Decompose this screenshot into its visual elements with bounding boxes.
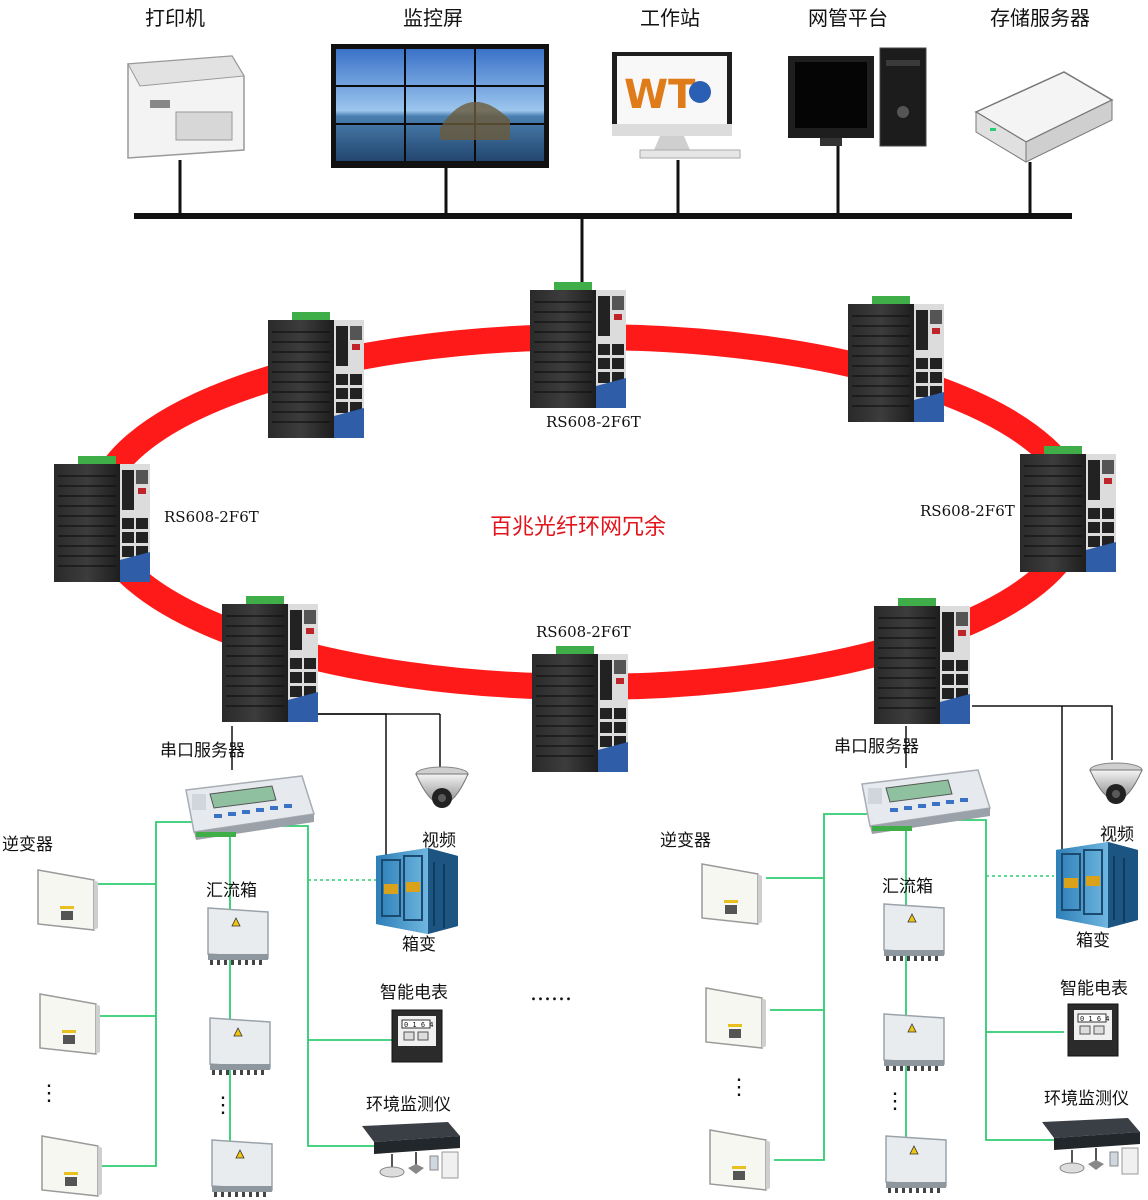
camera-right [1089, 762, 1143, 805]
env-monitor-left [361, 1121, 461, 1179]
inverter-right-3 [709, 1129, 771, 1191]
combiner-left-2 [209, 1017, 271, 1076]
serial-server-left [185, 775, 315, 841]
storage-server-icon [974, 71, 1114, 163]
switch-top-center [529, 281, 627, 409]
serial-server-right [861, 769, 991, 835]
video-label-right: 视频 [1100, 825, 1134, 845]
combiner-label-right: 汇流箱 [882, 877, 933, 897]
switch-bottom-center [531, 645, 629, 773]
switch-top-left [267, 311, 365, 439]
smart-meter-right [1067, 1003, 1119, 1057]
box-transformer-label-right: 箱变 [1076, 931, 1110, 951]
switch-mid-left [53, 455, 151, 583]
inverter-left-1 [37, 869, 99, 931]
inverter-right-1 [701, 863, 763, 925]
combiner-left-more: ⋮ [212, 1093, 234, 1118]
combiner-right-more: ⋮ [884, 1089, 906, 1114]
box-transformer-right [1055, 841, 1139, 929]
inverter-left-3 [41, 1135, 103, 1197]
printer-icon [127, 55, 245, 159]
switch-label-top: RS608-2F6T [546, 413, 641, 431]
smart-meter-left [391, 1009, 443, 1063]
camera-left [415, 766, 469, 809]
switch-label-left: RS608-2F6T [164, 508, 259, 526]
ethernet-bus [134, 146, 1072, 290]
monitor-wall-icon [331, 44, 549, 168]
workstation-icon: WT [612, 52, 741, 159]
box-transformer-left [375, 847, 459, 935]
combiner-left-1 [207, 907, 269, 966]
workstation-logo-text: WT [624, 72, 696, 118]
switch-label-bottom: RS608-2F6T [536, 623, 631, 641]
combiner-left-3 [211, 1139, 273, 1198]
monitor-wall-label: 监控屏 [403, 6, 463, 30]
box-transformer-label-left: 箱变 [402, 935, 436, 955]
combiner-label-left: 汇流箱 [206, 881, 257, 901]
left-field-wiring [92, 713, 441, 1167]
switch-bottom-left [221, 595, 319, 723]
inverter-label-right: 逆变器 [660, 831, 711, 851]
switch-label-right: RS608-2F6T [920, 502, 1015, 520]
nms-platform-icon [788, 47, 927, 147]
storage-server-label: 存储服务器 [990, 6, 1090, 30]
switch-mid-right [1019, 445, 1117, 573]
workstation-label: 工作站 [640, 6, 700, 30]
combiner-right-2 [883, 1013, 945, 1072]
combiner-right-1 [883, 903, 945, 962]
smart-meter-label-left: 智能电表 [380, 983, 448, 1003]
switch-top-right [847, 295, 945, 423]
switch-bottom-right [873, 597, 971, 725]
ring-title: 百兆光纤环网冗余 [490, 515, 666, 540]
env-monitor-label-left: 环境监测仪 [366, 1095, 451, 1115]
right-field-wiring [766, 705, 1113, 1161]
inverter-right-2 [705, 987, 767, 1049]
inverter-left-more: ⋮ [38, 1081, 60, 1106]
inverter-left-2 [39, 993, 101, 1055]
combiner-right-3 [885, 1135, 947, 1194]
printer-label: 打印机 [145, 6, 205, 30]
inverter-label-left: 逆变器 [2, 835, 53, 855]
smart-meter-label-right: 智能电表 [1060, 979, 1128, 999]
more-sections-ellipsis: ...... [530, 981, 572, 1006]
env-monitor-label-right: 环境监测仪 [1044, 1089, 1129, 1109]
env-monitor-right [1041, 1117, 1141, 1175]
nms-platform-label: 网管平台 [808, 6, 888, 30]
video-label-left: 视频 [422, 831, 456, 851]
serial-server-label-right: 串口服务器 [834, 737, 919, 757]
serial-server-label-left: 串口服务器 [160, 741, 245, 761]
inverter-right-more: ⋮ [728, 1075, 750, 1100]
